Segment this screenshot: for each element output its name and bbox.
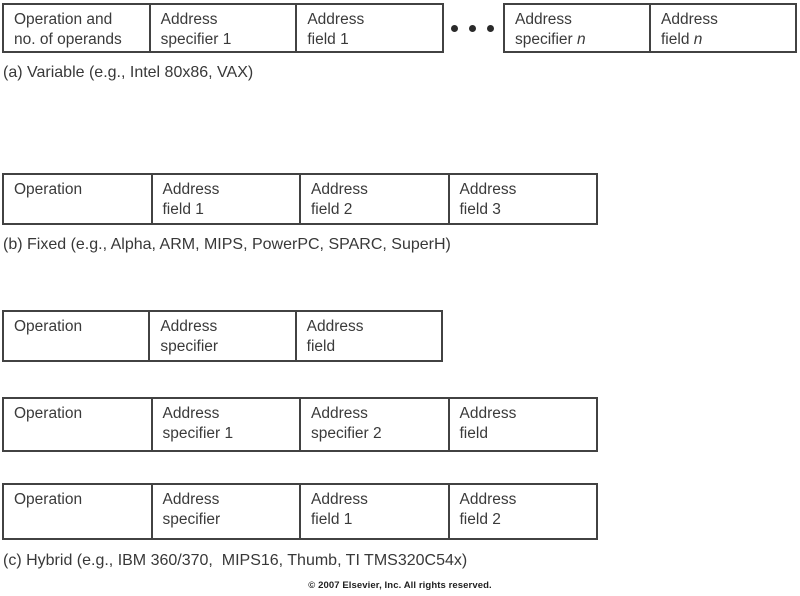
cell-line1: Address [311,405,368,422]
cell-operation: Operation [4,175,151,223]
cell-line2-italic: n [577,31,586,48]
cell-address-specifier-2: Address specifier 2 [299,399,448,450]
cell-line1: Address [162,405,220,422]
cell-address-specifier: Address specifier [150,485,300,538]
cell-line2: specifier [160,338,219,355]
caption-hybrid: (c) Hybrid (e.g., IBM 360/370, MIPS16, T… [3,552,468,569]
cell-line1: Address [459,491,517,508]
caption-variable: (a) Variable (e.g., Intel 80x86, VAX) [3,64,254,81]
fixed-format-row: Operation Address field 1 Address field … [2,173,598,225]
cell-line1: Address [459,405,517,422]
cell-line2: specifier 1 [160,31,232,48]
cell-line1: Address [307,11,365,28]
cell-line1: Operation and [14,11,113,28]
cell-operation: Operation [4,399,151,450]
cell-line1: Address [306,318,364,335]
ellipsis-dot [451,25,458,32]
hybrid-format-row-2: Operation Address specifier 1 Address sp… [2,397,598,452]
cell-line1: Address [311,181,368,198]
cell-line1: Address [160,11,218,28]
cell-address-field-1: Address field 1 [299,485,448,538]
cell-address-specifier-1: Address specifier 1 [148,5,296,51]
ellipsis-dot [487,25,494,32]
cell-address-field-1: Address field 1 [295,5,442,51]
cell-line2-text: field [661,31,694,48]
cell-line1: Address [311,491,368,508]
cell-line2-italic: n [693,31,703,48]
cell-address-field-1: Address field 1 [150,175,300,223]
cell-line1: Operation [14,181,83,198]
copyright-notice: © 2007 Elsevier, Inc. All rights reserve… [308,580,492,591]
cell-address-field-n: Address field n [649,5,795,51]
cell-line2: field [306,338,336,355]
cell-line2: field 1 [162,201,204,218]
cell-line1: Address [162,491,220,508]
ellipsis-dot [469,25,476,32]
cell-line1: Operation [14,318,83,335]
cell-line2: specifier 1 [162,425,234,442]
cell-line1: Address [162,181,220,198]
cell-address-specifier-n: Address specifier n [505,5,649,51]
cell-line2: specifier [162,511,221,528]
caption-fixed: (b) Fixed (e.g., Alpha, ARM, MIPS, Power… [3,236,451,253]
cell-line2: field 3 [459,201,501,218]
cell-line1: Operation [14,405,83,422]
cell-address-field-2: Address field 2 [299,175,448,223]
cell-address-field: Address field [447,399,597,450]
cell-operation-operands: Operation and no. of operands [4,5,149,51]
cell-line2: no. of operands [14,31,122,48]
cell-line2: field 1 [311,511,353,528]
variable-format-row-head: Operation and no. of operands Address sp… [2,3,444,53]
cell-line2: field 1 [307,31,349,48]
cell-address-specifier-1: Address specifier 1 [150,399,300,450]
cell-operation: Operation [4,485,151,538]
cell-address-field-2: Address field 2 [447,485,597,538]
cell-line2-text: specifier [515,31,578,48]
hybrid-format-row-3: Operation Address specifier Address fiel… [2,483,598,540]
cell-line1: Address [459,181,517,198]
cell-address-specifier: Address specifier [148,312,294,360]
cell-address-field-3: Address field 3 [447,175,597,223]
cell-line2: specifier n [515,30,643,50]
cell-line1: Operation [14,491,83,508]
cell-line1: Address [661,11,718,28]
cell-line2: field n [661,30,789,50]
cell-address-field: Address field [294,312,441,360]
cell-line2: field 2 [311,201,353,218]
cell-line2: field [459,425,488,442]
cell-line1: Address [515,11,572,28]
cell-line2: specifier 2 [311,425,382,442]
hybrid-format-row-1: Operation Address specifier Address fiel… [2,310,443,362]
cell-line1: Address [160,318,218,335]
cell-line2: field 2 [459,511,501,528]
ellipsis-icon [451,25,494,32]
variable-format-row-tail: Address specifier n Address field n [503,3,797,53]
cell-operation: Operation [4,312,148,360]
